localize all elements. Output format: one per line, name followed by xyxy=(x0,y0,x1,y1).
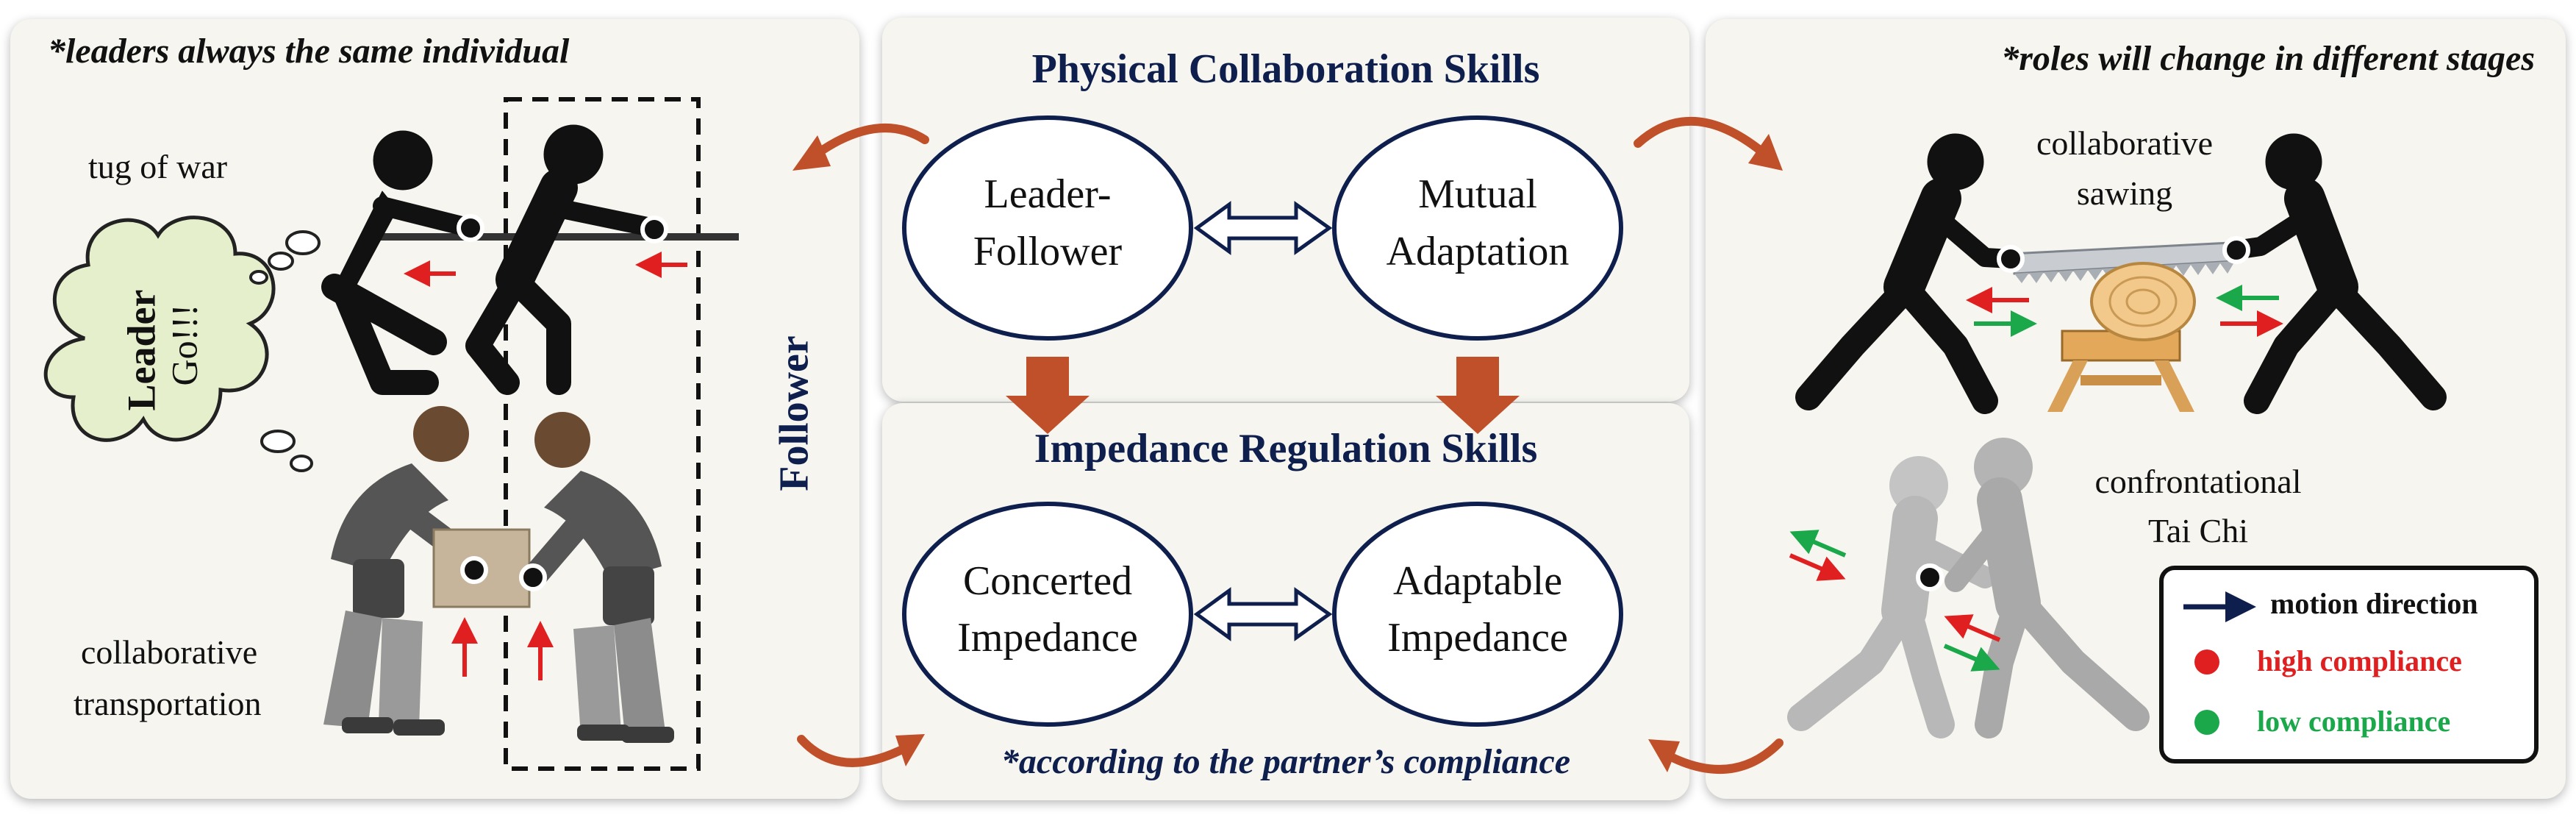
double-arrow-bottom xyxy=(1193,587,1333,641)
sawing-right-hand-marker xyxy=(2222,236,2250,264)
transport-label-line1: collaborative xyxy=(81,633,258,671)
curved-arrow-to-left-panel xyxy=(812,124,929,159)
taichi-red-arrow-top xyxy=(1789,553,1846,581)
taichi-red-arrow-bottom xyxy=(1944,614,2001,642)
node-mutual-adaptation-line1: Mutual xyxy=(1418,171,1537,217)
right-panel-note: *roles will change in different stages xyxy=(2001,39,2535,78)
curved-arrow-from-right-panel-head xyxy=(1648,739,1680,772)
leader-bubble-text: Go!!! xyxy=(163,304,205,386)
taichi-green-arrow-top xyxy=(1789,530,1847,558)
tug-follower-hand-marker xyxy=(640,216,668,243)
taichi-label-line1: confrontational xyxy=(2094,463,2302,500)
transport-follower-figure xyxy=(524,412,674,743)
leader-bubble-title: Leader xyxy=(119,289,164,411)
down-arrow-right xyxy=(1436,357,1520,434)
taichi-green-arrow-bottom xyxy=(1943,644,2000,672)
node-concerted-impedance xyxy=(902,502,1193,727)
legend-high-label: high compliance xyxy=(2257,644,2462,677)
curved-arrow-from-left-panel xyxy=(797,735,905,767)
sawing-label-line2: sawing xyxy=(2076,174,2173,212)
taichi-figure-right xyxy=(1944,438,2150,738)
node-adaptable-impedance-line1: Adaptable xyxy=(1392,558,1563,604)
follower-label: Follower xyxy=(771,335,817,491)
node-leader-follower-line1: Leader- xyxy=(984,171,1112,217)
down-arrow-left xyxy=(1006,357,1090,434)
node-concerted-impedance-line1: Concerted xyxy=(962,558,1133,604)
curved-arrow-to-left-panel-head xyxy=(793,135,831,171)
curved-arrow-to-right-panel xyxy=(1634,116,1765,155)
node-adaptable-impedance-line2: Impedance xyxy=(1387,615,1568,661)
transport-follower-hand-marker xyxy=(519,563,547,591)
transport-label-line2: transportation xyxy=(74,685,262,722)
physical-collaboration-title: Physical Collaboration Skills xyxy=(1031,46,1540,92)
node-adaptable-impedance xyxy=(1332,502,1623,727)
node-concerted-impedance-line2: Impedance xyxy=(957,615,1138,661)
curved-arrow-to-right-panel-head xyxy=(1748,134,1783,171)
legend-motion-label: motion direction xyxy=(2270,587,2478,620)
left-panel-note: *leaders always the same individual xyxy=(48,32,570,71)
node-leader-follower-line2: Follower xyxy=(973,229,1123,274)
tug-leader-hand-marker xyxy=(457,214,484,242)
sawing-left-figure xyxy=(1795,133,2020,414)
tug-of-war-label: tug of war xyxy=(88,148,228,185)
sawing-right-figure xyxy=(2225,133,2447,414)
thought-bubble-dots xyxy=(249,230,321,472)
double-arrow-top xyxy=(1193,201,1333,255)
legend-high-compliance-dot xyxy=(2194,649,2219,675)
taichi-hand-marker xyxy=(1916,563,1944,591)
impedance-regulation-title: Impedance Regulation Skills xyxy=(1034,426,1538,471)
curved-arrow-from-right-panel xyxy=(1668,738,1783,774)
sawing-log-and-sawhorse xyxy=(2047,262,2196,412)
node-mutual-adaptation xyxy=(1332,115,1623,341)
follower-dashed-box xyxy=(504,97,701,771)
transport-leader-hand-marker xyxy=(460,556,488,584)
tug-follower-figure xyxy=(465,124,664,395)
sawing-left-hand-marker xyxy=(1997,245,2025,273)
curved-arrow-from-left-panel-head xyxy=(895,734,925,766)
taichi-label-line2: Tai Chi xyxy=(2147,512,2249,549)
legend-low-label: low compliance xyxy=(2257,705,2451,738)
node-leader-follower xyxy=(902,115,1193,341)
impedance-note: *according to the partner’s compliance xyxy=(1001,742,1571,781)
node-mutual-adaptation-line2: Adaptation xyxy=(1386,229,1570,274)
tug-leader-figure xyxy=(321,130,480,395)
sawing-label-line1: collaborative xyxy=(2036,124,2214,162)
legend-low-compliance-dot xyxy=(2194,710,2219,735)
leader-thought-cloud xyxy=(43,216,276,442)
